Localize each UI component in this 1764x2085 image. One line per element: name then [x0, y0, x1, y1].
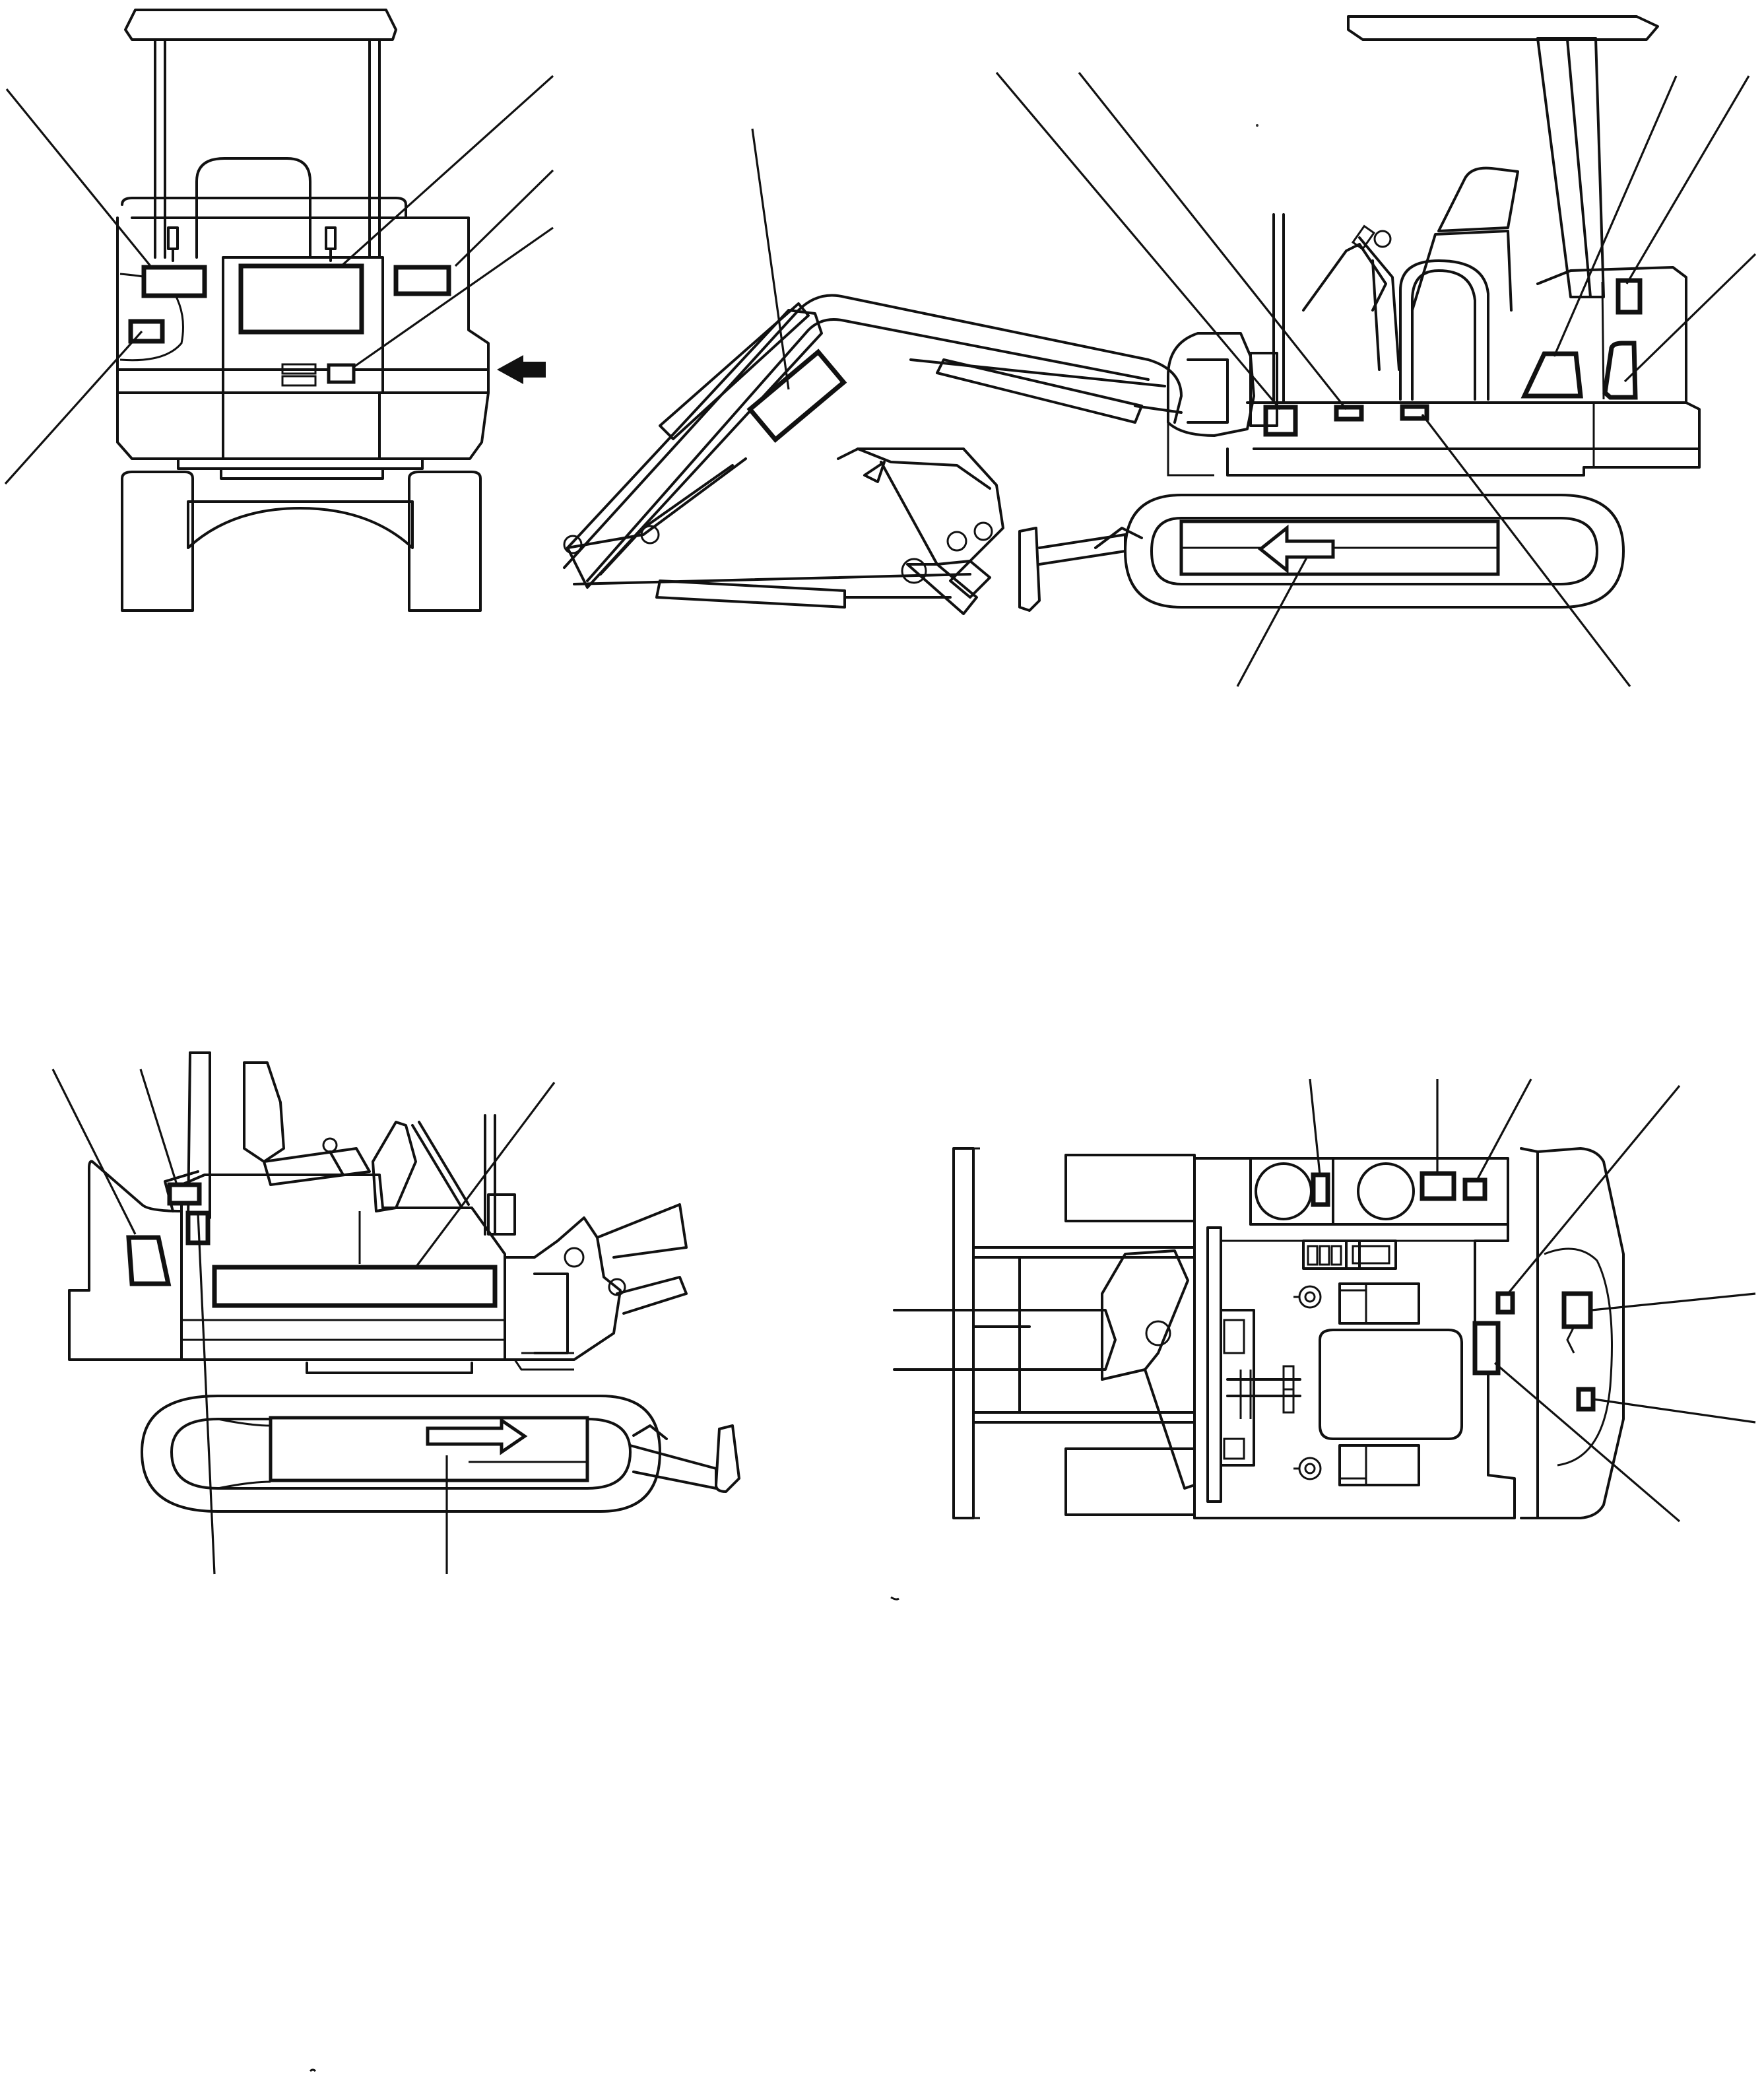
leader-line	[454, 169, 554, 267]
rear-decal-left-bottom	[128, 319, 165, 344]
left-side-view	[51, 1051, 740, 1575]
rear-decal-small	[327, 363, 356, 384]
top-decal-tank-mid	[1420, 1171, 1456, 1201]
stray-mark	[890, 1596, 899, 1601]
leader-line	[1625, 75, 1750, 284]
side-decal-hood	[1616, 278, 1643, 315]
boom-decal	[746, 348, 847, 443]
side-decal-frame-right	[1400, 404, 1429, 421]
rear-decal-left-top	[141, 265, 207, 298]
direction-arrow-icon	[1257, 524, 1335, 574]
left-decal-long	[212, 1265, 498, 1308]
rear-view	[4, 9, 554, 612]
leader-line	[1507, 1084, 1681, 1295]
top-decal-rear-lower	[1576, 1387, 1596, 1412]
leader-line	[1078, 72, 1348, 410]
left-decal-door	[126, 1235, 172, 1286]
leader-line	[51, 1069, 137, 1235]
top-decal-tank-left	[1311, 1172, 1330, 1207]
stray-mark	[309, 2068, 317, 2072]
leader-line	[1493, 1362, 1681, 1523]
leader-line	[995, 71, 1282, 411]
leader-line	[339, 75, 554, 269]
leader-line	[1553, 75, 1678, 357]
top-decal-rear-upper	[1561, 1291, 1593, 1329]
side-decal-frame-mid	[1334, 405, 1364, 422]
travel-direction-arrow-icon	[426, 1417, 528, 1455]
top-decal-console-long	[1472, 1321, 1501, 1375]
side-decal-wedge	[1520, 351, 1583, 399]
leader-line	[1476, 1078, 1532, 1181]
right-side-view	[563, 15, 1757, 687]
leader-line	[414, 1082, 556, 1268]
stray-mark	[1256, 124, 1258, 127]
leader-line	[1623, 253, 1757, 383]
top-decal-console-small	[1495, 1291, 1515, 1315]
rear-decal-right-top	[393, 265, 451, 296]
direction-arrow-icon	[497, 355, 546, 384]
side-decal-frame-left	[1263, 405, 1298, 437]
side-decal-door	[1602, 341, 1638, 400]
leader-line	[1591, 1292, 1756, 1311]
leader-line	[751, 128, 790, 390]
leader-line	[1421, 414, 1631, 687]
left-decal-small-top	[167, 1182, 202, 1206]
leader-line	[1309, 1078, 1321, 1175]
leader-line	[5, 88, 152, 267]
left-track-frame-decal	[269, 1416, 589, 1482]
top-view	[893, 1078, 1756, 1523]
rear-decal-center	[238, 263, 364, 335]
leader-line	[1236, 557, 1308, 687]
leader-line	[139, 1069, 178, 1185]
leader-line	[4, 330, 143, 485]
leader-line	[1593, 1398, 1756, 1424]
leader-line	[353, 226, 554, 368]
top-decal-tank-right	[1462, 1177, 1487, 1201]
leader-line	[197, 1212, 216, 1575]
